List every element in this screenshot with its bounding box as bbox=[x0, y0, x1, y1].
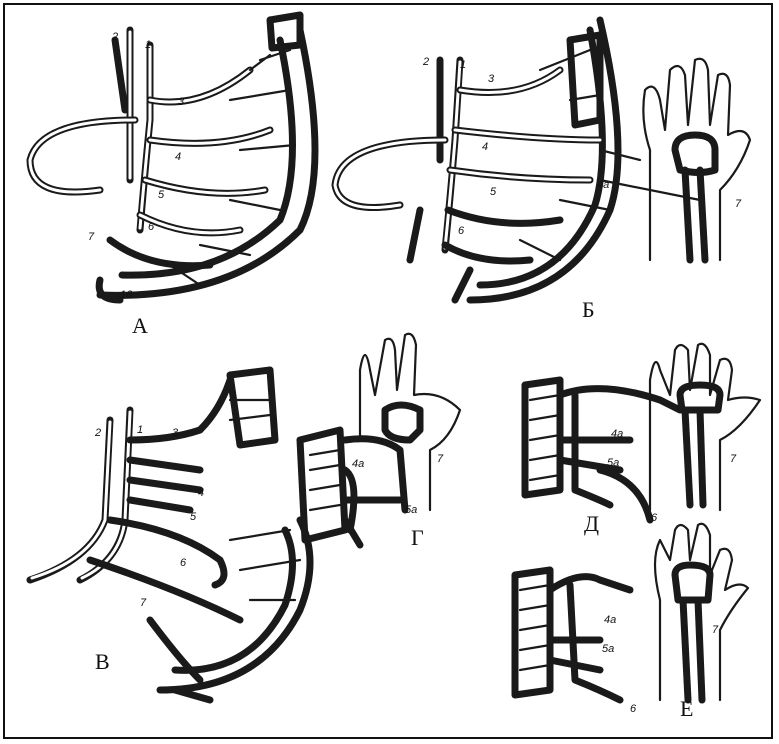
panel-e-drawing bbox=[515, 524, 748, 700]
panel-a-number: 7 bbox=[88, 231, 95, 243]
panel-b-label: Б bbox=[582, 297, 595, 322]
panel-v-number: 2 bbox=[94, 427, 101, 439]
panel-d-drawing bbox=[525, 344, 760, 520]
panel-v-number: 5 bbox=[190, 511, 197, 523]
panel-g-drawing bbox=[300, 334, 460, 545]
panel-v-number: 6 bbox=[180, 557, 187, 569]
panel-v-number: 3 bbox=[172, 427, 179, 439]
panel-b-number: 6 bbox=[458, 225, 465, 237]
panel-e-number: 7 bbox=[712, 624, 719, 636]
panel-a-drawing bbox=[30, 15, 315, 300]
panel-g-number: 7 bbox=[437, 453, 444, 465]
panel-b-number: 7 bbox=[735, 198, 742, 210]
panel-b-number: 1 bbox=[460, 59, 466, 71]
panel-d-number: 5а bbox=[607, 457, 619, 469]
panel-v-number: 7 bbox=[140, 597, 147, 609]
panel-e-number: 4а bbox=[604, 614, 616, 626]
panel-v-drawing bbox=[30, 370, 310, 700]
panel-b-number: 4 bbox=[482, 141, 488, 153]
panel-v-label: В bbox=[95, 649, 110, 674]
panel-b-number: 5 bbox=[490, 186, 497, 198]
panel-g-number: 4а bbox=[352, 458, 364, 470]
panel-d-number: 4а bbox=[611, 428, 623, 440]
panel-b-number: 4а bbox=[597, 179, 609, 191]
panel-b-number: 2 bbox=[422, 56, 429, 68]
panel-a-number: 1 bbox=[145, 39, 151, 51]
panel-b-number: 3 bbox=[488, 73, 495, 85]
panel-g-label: Г bbox=[411, 525, 424, 550]
panel-d-number: 6 bbox=[651, 512, 658, 524]
panel-a-number: 16 bbox=[120, 289, 133, 301]
panel-e-label: Е bbox=[680, 696, 693, 721]
panel-e-number: 5а bbox=[602, 643, 614, 655]
panel-v-number: 1 bbox=[137, 424, 143, 436]
panel-a-number: 3 bbox=[178, 96, 185, 108]
panel-b-drawing bbox=[335, 20, 750, 300]
panel-v-number: 4 bbox=[198, 487, 204, 499]
panel-a-number: 6 bbox=[148, 221, 155, 233]
panel-a-label: А bbox=[132, 313, 148, 338]
panel-a-number: 4 bbox=[175, 151, 181, 163]
panel-d-number: 7 bbox=[730, 453, 737, 465]
panel-g-number: 5а bbox=[405, 504, 417, 516]
panel-a-number: 5 bbox=[158, 189, 165, 201]
panel-d-label: Д bbox=[584, 511, 599, 536]
panel-e-number: 6 bbox=[630, 703, 637, 715]
panel-a-number: 2 bbox=[111, 31, 118, 43]
